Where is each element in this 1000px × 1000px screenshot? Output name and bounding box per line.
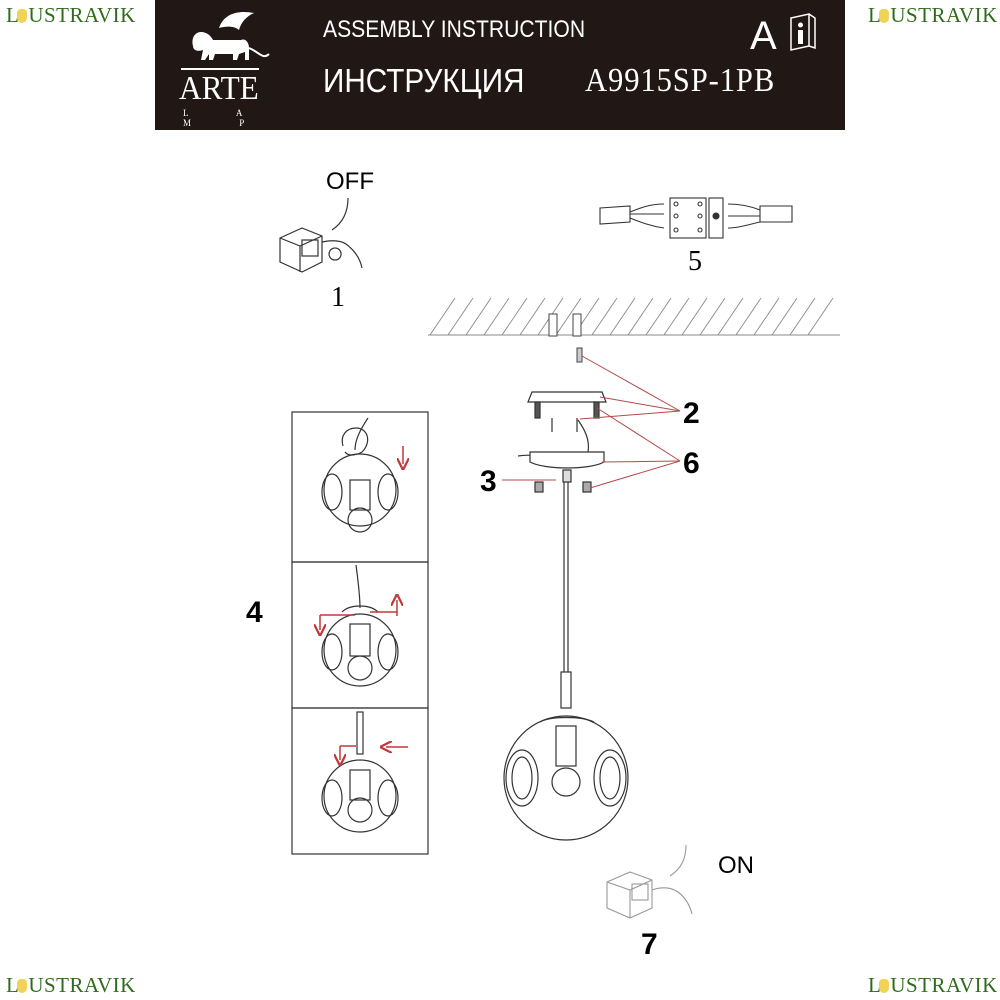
step-5-number: 5 (688, 246, 702, 277)
ceiling-hatch (428, 297, 840, 336)
arte-lamp-logo: ARTE L A M P (169, 8, 279, 128)
bulb-icon (17, 979, 28, 993)
terminal-block-illustration (599, 197, 793, 239)
step-4-number: 4 (246, 596, 263, 629)
switch-off-illustration (279, 197, 363, 273)
step-6-number: 6 (683, 447, 700, 480)
ceiling-plate (527, 391, 607, 432)
logo-rule (181, 68, 259, 70)
switch-on-illustration (606, 844, 693, 919)
bulb-icon (879, 979, 890, 993)
step-4-panels (291, 411, 429, 855)
bulb-icon (17, 9, 28, 23)
step-3-number: 3 (480, 465, 497, 498)
logo-subtitle: L A M P (183, 108, 268, 128)
instruction-book-icon (790, 13, 816, 51)
canopy (517, 419, 605, 493)
model-number: A9915SP-1PB (585, 62, 776, 99)
step-7-number: 7 (641, 928, 658, 961)
leader-lines (502, 355, 681, 489)
step-2-number: 2 (683, 397, 700, 430)
step-7-caption: ON (718, 852, 754, 879)
title-english: ASSEMBLY INSTRUCTION (323, 16, 586, 43)
bulb-icon (879, 9, 890, 23)
logo-wordmark: ARTE (179, 70, 259, 107)
title-russian: ИНСТРУКЦИЯ (323, 62, 525, 99)
header-banner: ARTE L A M P ASSEMBLY INSTRUCTION ИНСТРУ… (155, 0, 845, 130)
step-1-number: 1 (331, 282, 345, 313)
step-1-caption: OFF (326, 168, 374, 195)
winged-lion-icon (192, 11, 270, 60)
step-4-arrows (320, 446, 408, 760)
pendant-lamp (503, 482, 629, 841)
language-badge: A (750, 14, 777, 58)
